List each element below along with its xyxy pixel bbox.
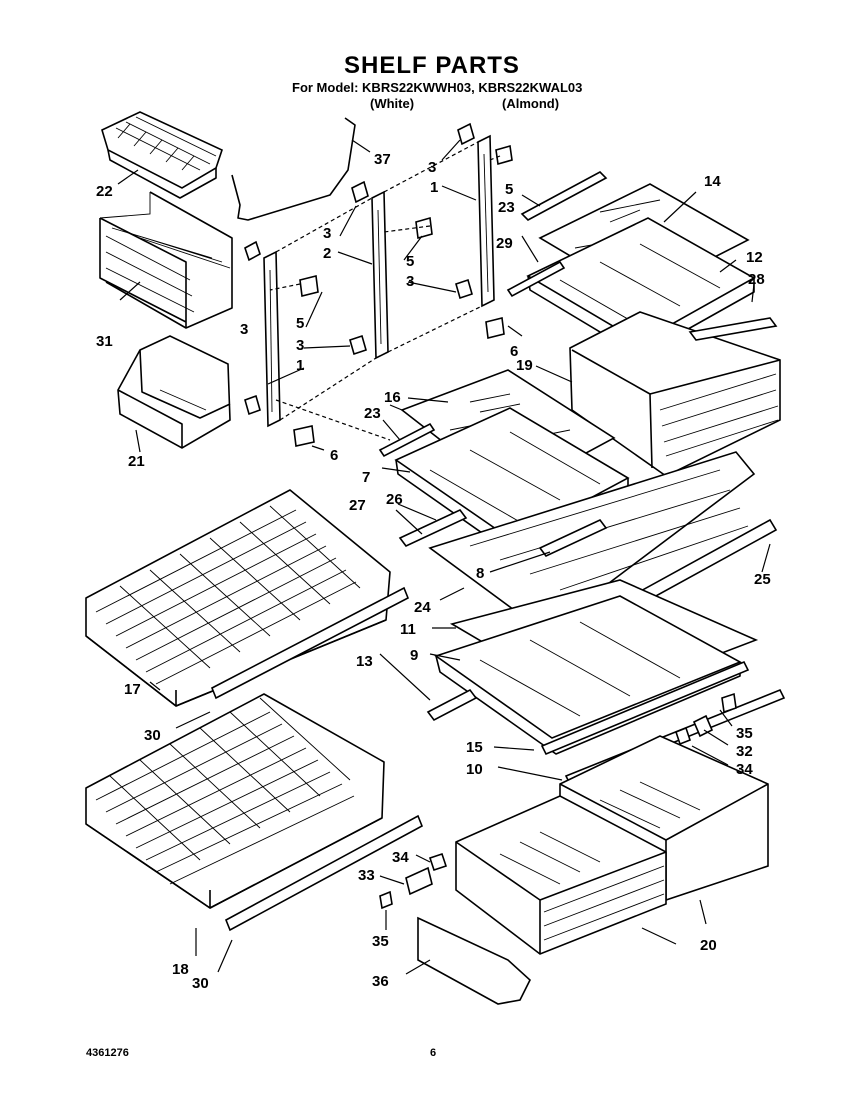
part-crisper-drawers xyxy=(455,735,769,955)
part-lower-wire-basket xyxy=(85,693,385,909)
label-1b: 1 xyxy=(296,357,304,374)
part-crisper-cover xyxy=(426,579,759,755)
label-31: 31 xyxy=(96,333,113,350)
label-32: 32 xyxy=(736,743,753,760)
label-30b: 30 xyxy=(192,975,209,992)
label-25: 25 xyxy=(754,571,771,588)
label-6a: 6 xyxy=(330,447,338,464)
label-5a: 5 xyxy=(505,181,513,198)
label-17: 17 xyxy=(124,681,141,698)
part-upper-drawer xyxy=(569,311,781,477)
label-13: 13 xyxy=(356,653,373,670)
label-37: 37 xyxy=(374,151,391,168)
leader-lines xyxy=(117,139,771,975)
label-36: 36 xyxy=(372,973,389,990)
label-3b: 3 xyxy=(323,225,331,242)
label-20: 20 xyxy=(700,937,717,954)
label-12: 12 xyxy=(746,249,763,266)
label-6b: 6 xyxy=(510,343,518,360)
label-35a: 35 xyxy=(736,725,753,742)
label-24: 24 xyxy=(414,599,431,616)
model-numbers: For Model: KBRS22KWWH03, KBRS22KWAL03 xyxy=(292,80,583,95)
label-30a: 30 xyxy=(144,727,161,744)
mounting-guide-lines xyxy=(269,141,501,441)
part-upper-glass-shelf xyxy=(506,171,756,357)
label-9: 9 xyxy=(410,647,418,664)
label-26: 26 xyxy=(386,491,403,508)
part-right-rail xyxy=(455,122,513,339)
label-11: 11 xyxy=(400,621,416,638)
variant-white: (White) xyxy=(370,96,415,111)
label-18: 18 xyxy=(172,961,189,978)
label-1a: 1 xyxy=(430,179,438,196)
label-5c: 5 xyxy=(296,315,304,332)
label-34b: 34 xyxy=(392,849,409,866)
label-5b: 5 xyxy=(406,253,414,270)
label-2: 2 xyxy=(323,245,331,262)
label-7: 7 xyxy=(362,469,370,486)
label-21: 21 xyxy=(128,453,145,470)
label-34a: 34 xyxy=(736,761,753,778)
part-upper-wire-basket xyxy=(85,489,391,707)
label-15: 15 xyxy=(466,739,483,756)
part-upper-basket-slides xyxy=(210,586,410,700)
part-lower-basket-slides xyxy=(224,814,424,932)
label-28: 28 xyxy=(748,271,765,288)
part-labels: 22 37 3 1 5 23 14 3 2 5 3 29 12 28 3 5 3… xyxy=(96,151,771,992)
part-bracket xyxy=(417,916,531,1005)
part-wire-basket xyxy=(99,191,233,329)
part-rod xyxy=(231,117,356,221)
label-29: 29 xyxy=(496,235,513,252)
label-14: 14 xyxy=(704,173,721,190)
label-8: 8 xyxy=(476,565,484,582)
label-10: 10 xyxy=(466,761,483,778)
label-33: 33 xyxy=(358,867,375,884)
label-3a: 3 xyxy=(428,159,436,176)
part-left-rail xyxy=(244,240,319,447)
variant-almond: (Almond) xyxy=(502,96,560,111)
document-number: 4361276 xyxy=(86,1047,129,1059)
label-19: 19 xyxy=(516,357,533,374)
label-27: 27 xyxy=(349,497,366,514)
part-center-rail xyxy=(349,180,433,360)
page-title: SHELF PARTS xyxy=(344,52,520,79)
part-right-slide-hardware xyxy=(675,692,737,746)
part-left-slide-hardware xyxy=(379,852,448,910)
label-23a: 23 xyxy=(498,199,515,216)
label-16: 16 xyxy=(384,389,401,406)
label-23b: 23 xyxy=(364,405,381,422)
label-35b: 35 xyxy=(372,933,389,950)
label-3c: 3 xyxy=(406,273,414,290)
label-3e: 3 xyxy=(296,337,304,354)
page-number: 6 xyxy=(430,1047,437,1059)
part-door-bin xyxy=(117,335,231,449)
label-22: 22 xyxy=(96,183,113,200)
part-ice-tray xyxy=(101,111,223,199)
label-3d: 3 xyxy=(240,321,248,338)
